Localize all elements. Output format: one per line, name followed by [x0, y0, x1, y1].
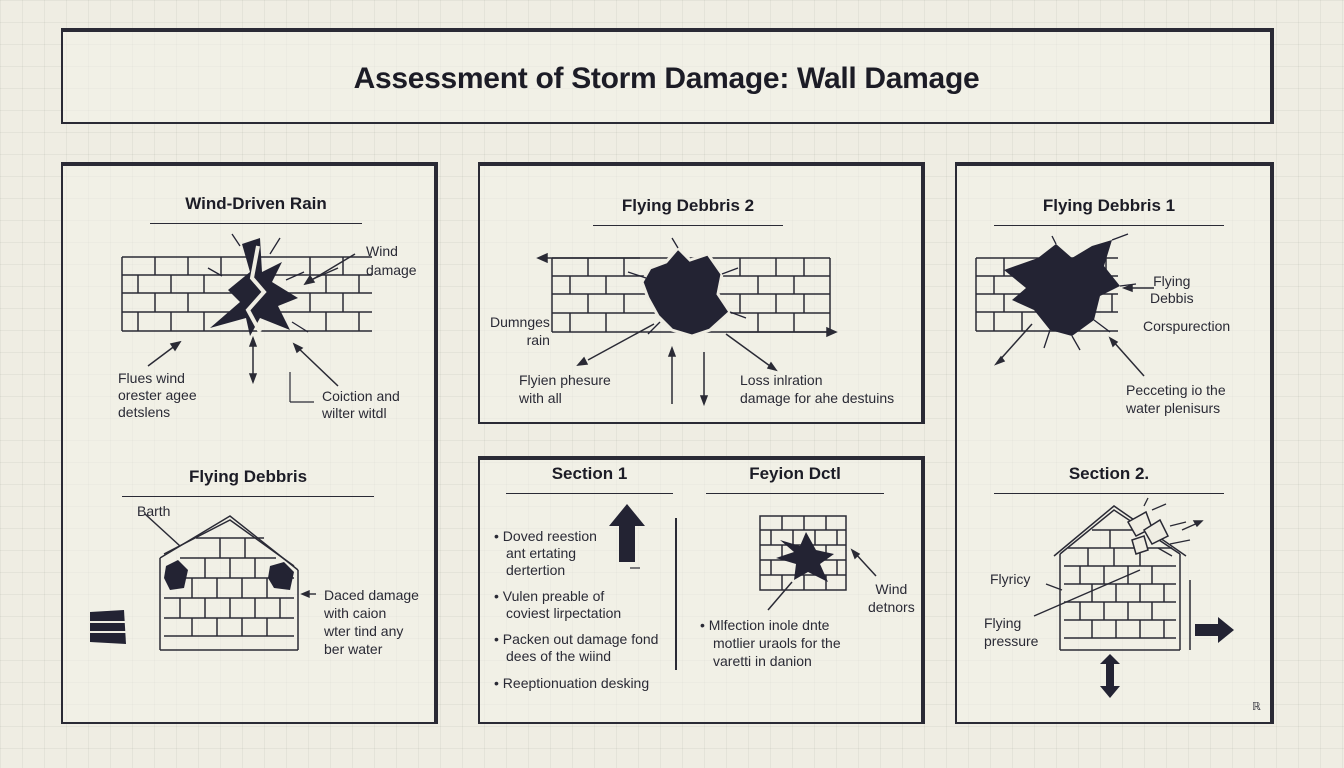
heading-flying-debbris-2: Flying Debbris 2	[593, 196, 783, 226]
heading-section-2: Section 2.	[994, 464, 1224, 494]
heading-flying-debbris: Flying Debbris	[122, 467, 374, 497]
label-mifection: • Mlfection inole dnte motlier uraols fo…	[700, 617, 841, 669]
corner-mark: ℝ	[1252, 701, 1261, 713]
label-corspurection: Corspurection	[1143, 318, 1231, 334]
section-divider	[675, 518, 677, 670]
bullet-item-1: • Doved reestion ant ertating dertertion	[494, 528, 597, 578]
title-frame: Assessment of Storm Damage: Wall Damage	[61, 28, 1274, 124]
up-arrow-icon	[609, 504, 645, 569]
house-debris-illustration	[88, 513, 316, 651]
bullet-item-3: • Packen out damage fond dees of the wii…	[494, 631, 659, 664]
bullet-item-2: • Vulen preable of coviest lirpectation	[494, 588, 622, 621]
page-title: Assessment of Storm Damage: Wall Damage	[353, 62, 980, 95]
heading-section-1: Section 1	[506, 464, 673, 494]
bullet-item-4: • Reeptionuation desking	[494, 675, 650, 691]
wall-damage-illustration-right	[975, 233, 1154, 377]
heading-feyion-dctl: Feyion Dctl	[706, 464, 884, 494]
brick-wall-crack-illustration	[121, 233, 372, 403]
heading-flying-debbris-1: Flying Debbris 1	[994, 196, 1224, 226]
small-wall-hole-illustration	[759, 515, 877, 611]
label-flyricy: Flyricy	[990, 571, 1031, 587]
brick-wall-hole-illustration	[536, 237, 838, 407]
heading-wind-driven-rain: Wind-Driven Rain	[150, 194, 362, 224]
house-roof-damage-illustration	[1033, 497, 1234, 698]
panel-middle-bottom	[478, 456, 925, 724]
